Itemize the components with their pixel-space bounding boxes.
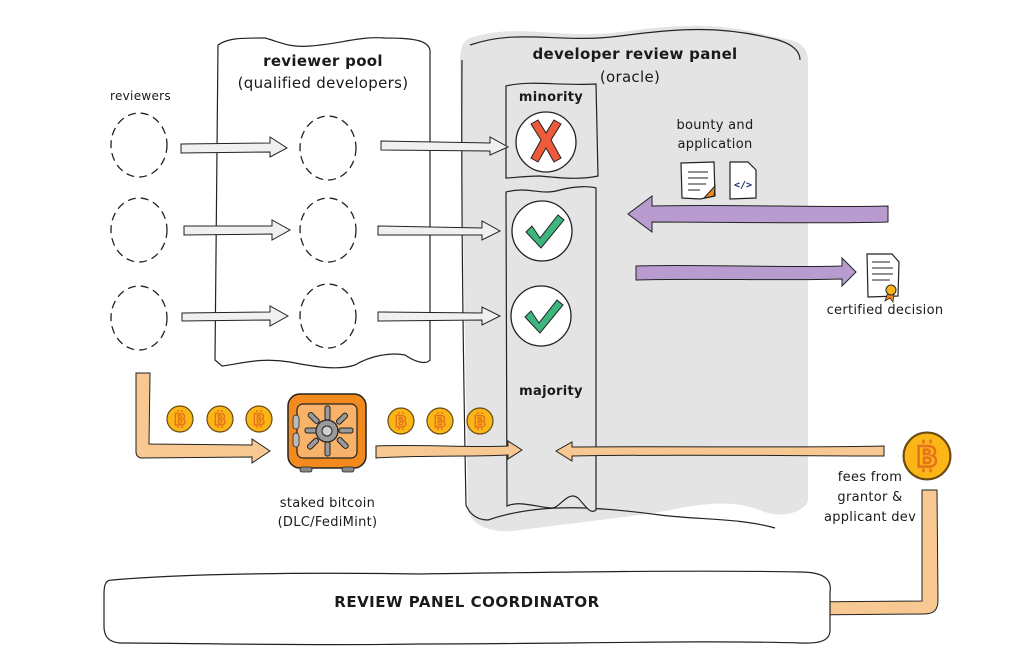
arrow-pool-3	[377, 306, 502, 326]
arrow-pool-2	[377, 220, 502, 241]
bitcoin-icon	[426, 407, 454, 435]
bounty-label-line1: bounty and	[676, 118, 754, 133]
checkmark-icon	[524, 299, 564, 334]
certificate-icon	[866, 253, 900, 304]
x-mark-icon	[530, 119, 562, 163]
reviewer-3	[110, 285, 168, 351]
bitcoin-icon	[245, 405, 273, 433]
arrow-reviewer-2	[183, 219, 292, 241]
coordinator-label: REVIEW PANEL COORDINATOR	[334, 593, 600, 611]
coordinator-box	[103, 570, 831, 646]
reviewer-circles	[110, 112, 357, 351]
panel-subtitle: (oracle)	[599, 68, 661, 86]
coins-out	[387, 407, 494, 435]
pool-slot-3	[299, 283, 357, 349]
orange-arrow-stake	[135, 372, 271, 464]
safe-icon	[287, 393, 367, 473]
orange-arrow-to-panel	[375, 440, 523, 460]
arrow-reviewer-3	[181, 305, 290, 327]
reviewer-pool-outline	[214, 37, 431, 369]
bitcoin-icon	[466, 407, 494, 435]
majority-box	[505, 186, 597, 512]
bitcoin-icon	[206, 405, 234, 433]
reviewer-arrows	[180, 136, 510, 327]
svg-text:</>: </>	[734, 180, 752, 191]
pool-slot-1	[299, 115, 357, 181]
bitcoin-icon	[387, 407, 415, 435]
staked-bitcoin-label-line2: (DLC/FediMint)	[277, 515, 378, 530]
reviewer-1	[110, 112, 168, 178]
certified-decision-label: certified decision	[826, 303, 944, 318]
purple-arrow-bounty-in	[627, 195, 889, 233]
code-file-icon: </>	[729, 161, 757, 200]
purple-arrow-certified-out	[635, 256, 857, 288]
fees-label-line3: applicant dev	[823, 510, 917, 525]
arrow-pool-1	[380, 136, 510, 156]
staked-bitcoin-label-line1: staked bitcoin	[279, 496, 376, 511]
document-list-icon	[680, 161, 716, 200]
majority-label: majority	[519, 384, 583, 399]
vote-approve-2	[510, 285, 572, 347]
panel-title: developer review panel	[532, 45, 738, 63]
reviewers-label: reviewers	[110, 89, 171, 103]
bitcoin-icon	[166, 405, 194, 433]
pool-slot-2	[299, 197, 357, 263]
bounty-label-line2: application	[677, 137, 753, 152]
fees-label-line2: grantor &	[837, 490, 903, 505]
coins-in	[166, 405, 273, 433]
reviewer-pool-subtitle: (qualified developers)	[237, 74, 409, 92]
arrow-reviewer-1	[180, 136, 288, 158]
review-panel-outline	[461, 28, 801, 529]
vote-reject	[515, 111, 577, 173]
orange-arrow-fees-to-panel	[555, 441, 885, 462]
minority-label: minority	[518, 90, 584, 105]
vote-approve-1	[511, 200, 573, 262]
reviewer-pool-title: reviewer pool	[263, 52, 383, 70]
checkmark-icon	[525, 214, 565, 249]
reviewer-2	[110, 197, 168, 263]
fees-label-line1: fees from	[837, 470, 903, 485]
